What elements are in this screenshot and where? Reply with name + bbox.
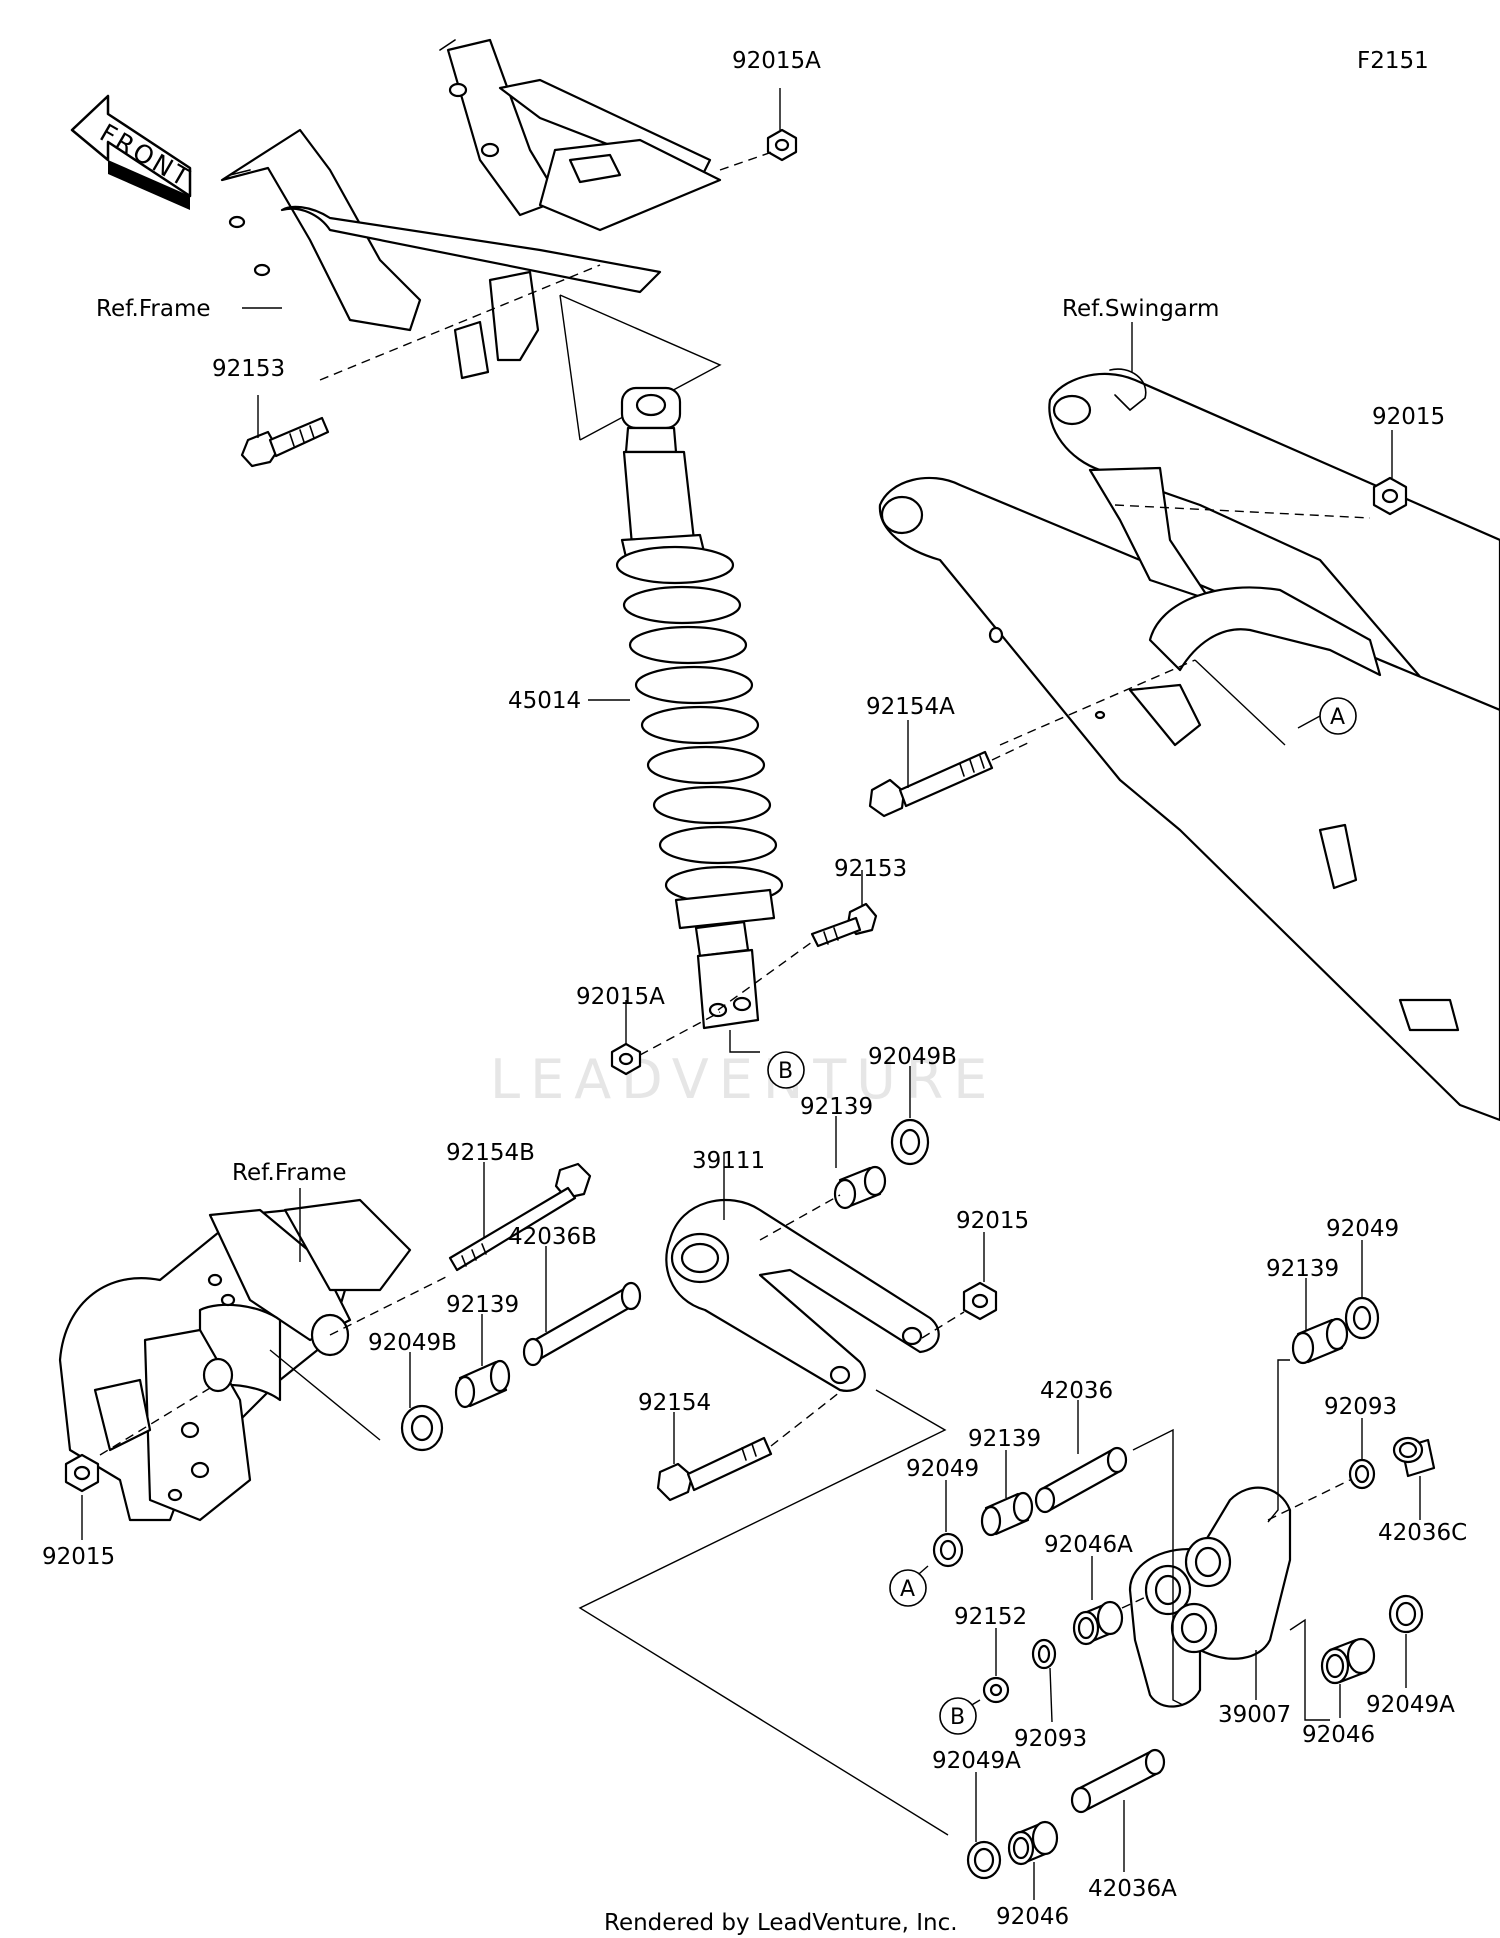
- link-39111: [665, 1198, 940, 1392]
- label-39111: 39111: [692, 1148, 765, 1174]
- label-92153-mid: 92153: [834, 856, 907, 882]
- bearing-92046A: [1072, 1600, 1124, 1646]
- label-42036B: 42036B: [508, 1224, 597, 1250]
- washer-92049B-left: [400, 1404, 444, 1452]
- label-92015-left: 92015: [42, 1544, 115, 1570]
- collar-92139-lower: [980, 1491, 1034, 1537]
- collar-92139-top: [833, 1165, 887, 1210]
- label-92046-right: 92046: [1302, 1722, 1375, 1748]
- label-92139-right: 92139: [1266, 1256, 1339, 1282]
- svg-text:A: A: [1330, 705, 1345, 730]
- washer-92152: [982, 1676, 1010, 1704]
- label-92093-right: 92093: [1324, 1394, 1397, 1420]
- label-92049-lower: 92049: [906, 1456, 979, 1482]
- label-92015-link: 92015: [956, 1208, 1029, 1234]
- label-92049-right: 92049: [1326, 1216, 1399, 1242]
- label-92139-left: 92139: [446, 1292, 519, 1318]
- bolt-92154A: [868, 750, 994, 818]
- washer-92093-right: [1348, 1458, 1376, 1490]
- svg-text:B: B: [950, 1705, 965, 1730]
- nut-92015A-top: [766, 128, 798, 162]
- washer-92049B-top: [890, 1118, 930, 1166]
- label-42036C: 42036C: [1378, 1520, 1467, 1546]
- bolt-92154B: [448, 1162, 592, 1272]
- label-92049A-right: 92049A: [1366, 1692, 1455, 1718]
- label-92154: 92154: [638, 1390, 711, 1416]
- callout-b-shock: B: [767, 1051, 805, 1089]
- label-92153-top: 92153: [212, 356, 285, 382]
- bolt-92153-mid: [810, 902, 878, 948]
- label-92046A: 92046A: [1044, 1532, 1133, 1558]
- frame-bottom-illustration: [58, 1198, 412, 1522]
- washer-92093-lower: [1031, 1638, 1057, 1670]
- label-92049B-left: 92049B: [368, 1330, 457, 1356]
- nut-92015-link: [962, 1281, 998, 1321]
- front-arrow-icon: FRONT: [70, 94, 196, 210]
- label-92139-top: 92139: [800, 1094, 873, 1120]
- label-92046-lower: 92046: [996, 1904, 1069, 1930]
- label-92049A-lower: 92049A: [932, 1748, 1021, 1774]
- svg-text:A: A: [900, 1577, 915, 1602]
- label-92154A: 92154A: [866, 694, 955, 720]
- washer-92049A-lower: [966, 1840, 1002, 1880]
- figure-code: F2151: [1357, 48, 1429, 74]
- nut-92015A-mid: [610, 1042, 642, 1076]
- ref-swingarm-label: Ref.Swingarm: [1062, 296, 1219, 372]
- rear-shock-45014: [615, 386, 784, 1030]
- bearing-92046-right: [1320, 1637, 1376, 1685]
- label-42036: 42036: [1040, 1378, 1113, 1404]
- label-92139-lower: 92139: [968, 1426, 1041, 1452]
- svg-text:B: B: [778, 1059, 793, 1084]
- washer-92049-lower: [932, 1532, 964, 1568]
- label-92152: 92152: [954, 1604, 1027, 1630]
- ref-frame-top-label: Ref.Frame: [96, 296, 282, 322]
- label-92154B: 92154B: [446, 1140, 535, 1166]
- label-92049B-top: 92049B: [868, 1044, 957, 1070]
- tube-42036A: [1070, 1748, 1166, 1814]
- washer-92049A-right: [1388, 1594, 1424, 1634]
- label-92015-swingarm: 92015: [1372, 404, 1445, 430]
- nut-92015-swingarm: [1372, 476, 1408, 516]
- label-45014: 45014: [508, 688, 581, 714]
- bolt-92153-top: [240, 416, 330, 468]
- swingarm-illustration: [878, 368, 1500, 1122]
- svg-text:Ref.Frame: Ref.Frame: [96, 296, 211, 322]
- nut-92015-left: [64, 1453, 100, 1493]
- label-42036A: 42036A: [1088, 1876, 1177, 1902]
- frame-top-illustration: [220, 38, 722, 380]
- washer-92049-right: [1344, 1296, 1380, 1340]
- svg-text:Ref.Swingarm: Ref.Swingarm: [1062, 296, 1219, 322]
- bolt-92154: [656, 1436, 773, 1502]
- footer-credit: Rendered by LeadVenture, Inc.: [604, 1910, 958, 1936]
- bushing-42036C: [1392, 1436, 1436, 1478]
- collar-92139-right: [1291, 1317, 1349, 1365]
- label-92093-lower: 92093: [1014, 1726, 1087, 1752]
- svg-text:Ref.Frame: Ref.Frame: [232, 1160, 347, 1186]
- bearing-92046-lower: [1007, 1820, 1059, 1866]
- frame-top-bolt-axis: [319, 264, 601, 381]
- label-92015A-top: 92015A: [732, 48, 821, 74]
- rocker-39007: [1128, 1486, 1292, 1708]
- shock-spring: [615, 545, 784, 905]
- ref-frame-bottom-label: Ref.Frame: [232, 1160, 347, 1262]
- collar-92139-left: [454, 1359, 511, 1409]
- tube-42036B: [522, 1281, 642, 1367]
- tube-42036: [1034, 1446, 1128, 1514]
- callout-a-collar: A: [889, 1569, 927, 1607]
- callout-b-collar: B: [939, 1697, 977, 1735]
- label-92015A-mid: 92015A: [576, 984, 665, 1010]
- leadventure-watermark: LEADVENTURE: [490, 1048, 997, 1111]
- label-39007: 39007: [1218, 1702, 1291, 1728]
- callout-a-swingarm: A: [1297, 697, 1357, 735]
